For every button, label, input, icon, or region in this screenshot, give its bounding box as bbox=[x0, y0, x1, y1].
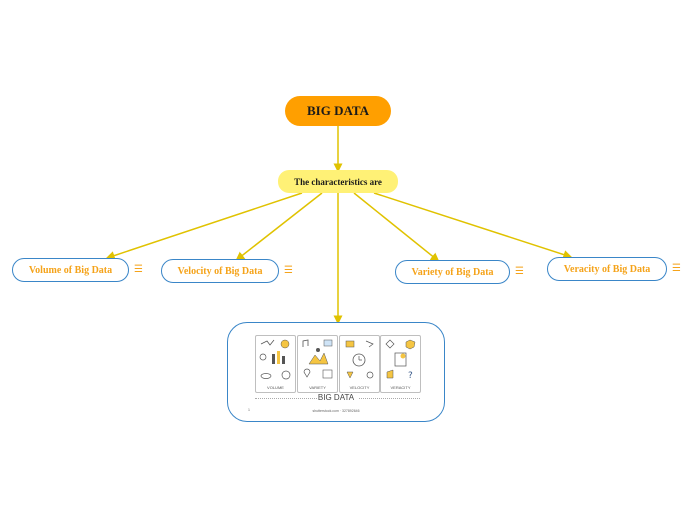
image-marker: 1 bbox=[248, 408, 250, 412]
velocity-illustration-card: VELOCITY bbox=[339, 335, 380, 393]
veracity-illustration-card: ? VERACITY bbox=[380, 335, 421, 393]
veracity-node[interactable]: Veracity of Big Data bbox=[547, 257, 667, 281]
title-divider-left bbox=[255, 398, 317, 399]
volume-node[interactable]: Volume of Big Data bbox=[12, 258, 129, 282]
title-divider-right bbox=[359, 398, 420, 399]
veracity-label: Veracity of Big Data bbox=[563, 263, 651, 275]
root-label: BIG DATA bbox=[307, 103, 369, 118]
volume-label: Volume of Big Data bbox=[28, 264, 113, 276]
volume-illustration-icon bbox=[259, 339, 291, 380]
image-stock-id: shutterstock.com · 327892646 bbox=[312, 409, 360, 413]
svg-text:?: ? bbox=[408, 371, 413, 381]
image-title: BIG DATA bbox=[317, 393, 355, 402]
veracity-illustration-icon: ? bbox=[385, 339, 416, 381]
veracity-notes-icon[interactable]: ☰ bbox=[672, 263, 681, 274]
volume-caption: VOLUME bbox=[267, 385, 284, 390]
edge-to-variety bbox=[353, 192, 440, 262]
velocity-label: Velocity of Big Data bbox=[177, 265, 263, 277]
variety-illustration-card: VARIETY bbox=[297, 335, 338, 393]
variety-caption: VARIETY bbox=[309, 385, 326, 390]
edge-to-velocity bbox=[235, 192, 323, 261]
root-node-big-data[interactable]: BIG DATA bbox=[285, 96, 391, 126]
variety-label: Variety of Big Data bbox=[411, 266, 494, 278]
big-data-image-node[interactable]: VOLUME VARIETY VELOCITY bbox=[227, 322, 445, 422]
edge-to-veracity bbox=[373, 192, 573, 259]
edge-to-volume bbox=[105, 192, 303, 260]
characteristics-node[interactable]: The characteristics are bbox=[278, 170, 398, 193]
veracity-caption: VERACITY bbox=[390, 385, 411, 390]
velocity-illustration-icon bbox=[345, 340, 374, 379]
volume-illustration-card: VOLUME bbox=[255, 335, 296, 393]
characteristics-label: The characteristics are bbox=[294, 176, 382, 187]
velocity-node[interactable]: Velocity of Big Data bbox=[161, 259, 279, 283]
variety-node[interactable]: Variety of Big Data bbox=[395, 260, 510, 284]
velocity-caption: VELOCITY bbox=[349, 385, 370, 390]
volume-notes-icon[interactable]: ☰ bbox=[134, 264, 143, 275]
variety-illustration-icon bbox=[302, 339, 333, 379]
variety-notes-icon[interactable]: ☰ bbox=[515, 266, 524, 277]
velocity-notes-icon[interactable]: ☰ bbox=[284, 265, 293, 276]
